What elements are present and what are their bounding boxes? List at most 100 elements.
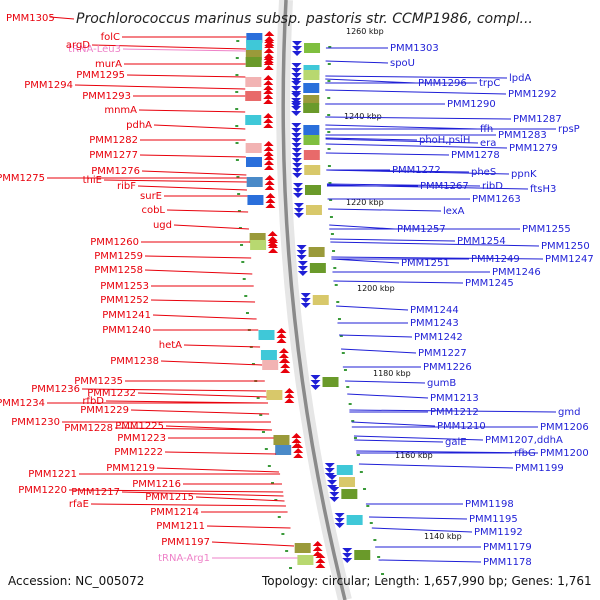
forward-gene-arrow[interactable] bbox=[268, 238, 279, 243]
gene-label-right[interactable]: PMM1200 bbox=[540, 448, 589, 459]
forward-gene-arrow[interactable] bbox=[263, 89, 274, 94]
gene-block[interactable] bbox=[303, 103, 320, 113]
gene-label-left[interactable]: tRNA-Arg1 bbox=[158, 553, 210, 564]
forward-gene-arrow[interactable] bbox=[284, 398, 295, 403]
forward-gene-arrow[interactable] bbox=[263, 141, 274, 146]
reverse-gene-arrow[interactable] bbox=[334, 518, 345, 523]
forward-gene-arrow[interactable] bbox=[263, 48, 274, 53]
gene-label-right[interactable]: PMM1272 bbox=[392, 165, 441, 176]
gene-block[interactable] bbox=[297, 555, 314, 565]
gene-block[interactable] bbox=[304, 185, 321, 195]
forward-gene-arrow[interactable] bbox=[280, 363, 291, 368]
forward-gene-arrow[interactable] bbox=[263, 85, 274, 90]
gene-label-right[interactable]: PMM1207,ddhA bbox=[485, 435, 563, 446]
gene-label-left[interactable]: PMM1258 bbox=[94, 265, 143, 276]
gene-block[interactable] bbox=[304, 165, 321, 175]
gene-label-right[interactable]: PMM1249 bbox=[471, 254, 520, 265]
reverse-gene-arrow[interactable] bbox=[291, 111, 302, 116]
reverse-gene-arrow[interactable] bbox=[342, 558, 353, 563]
forward-gene-arrow[interactable] bbox=[267, 231, 278, 236]
gene-block[interactable] bbox=[341, 489, 358, 499]
gene-block[interactable] bbox=[245, 115, 262, 125]
gene-label-right[interactable]: pheS bbox=[471, 167, 496, 178]
gene-block[interactable] bbox=[245, 157, 262, 167]
reverse-gene-arrow[interactable] bbox=[334, 513, 345, 518]
gene-label-right[interactable]: galE bbox=[445, 437, 467, 448]
gene-label-right[interactable]: PMM1179 bbox=[483, 542, 532, 553]
forward-gene-arrow[interactable] bbox=[278, 348, 289, 353]
gene-block[interactable] bbox=[262, 360, 279, 370]
forward-gene-arrow[interactable] bbox=[276, 338, 287, 343]
forward-gene-arrow[interactable] bbox=[265, 198, 276, 203]
gene-block[interactable] bbox=[294, 543, 311, 553]
reverse-gene-arrow[interactable] bbox=[342, 553, 353, 558]
gene-label-left[interactable]: murA bbox=[95, 59, 122, 70]
reverse-gene-arrow[interactable] bbox=[293, 213, 304, 218]
forward-gene-arrow[interactable] bbox=[315, 563, 326, 568]
gene-label-left[interactable]: PMM1276 bbox=[91, 166, 140, 177]
reverse-gene-arrow[interactable] bbox=[292, 188, 303, 193]
gene-label-right[interactable]: rpsP bbox=[558, 124, 580, 135]
gene-label-left[interactable]: PMM1293 bbox=[82, 91, 131, 102]
gene-label-right[interactable]: PMM1226 bbox=[423, 362, 472, 373]
reverse-gene-arrow[interactable] bbox=[291, 101, 302, 106]
gene-block[interactable] bbox=[312, 295, 329, 305]
gene-label-right[interactable]: PMM1247 bbox=[545, 254, 594, 265]
gene-label-left[interactable]: PMM1234 bbox=[0, 398, 45, 409]
gene-label-left[interactable]: PMM1275 bbox=[0, 173, 45, 184]
gene-label-left[interactable]: tRNA-Leu3 bbox=[68, 44, 121, 55]
reverse-gene-arrow[interactable] bbox=[310, 380, 321, 385]
forward-gene-arrow[interactable] bbox=[264, 175, 275, 180]
gene-label-right[interactable]: trpC bbox=[479, 78, 500, 89]
gene-block[interactable] bbox=[245, 77, 262, 87]
reverse-gene-arrow[interactable] bbox=[292, 41, 303, 46]
forward-gene-arrow[interactable] bbox=[263, 80, 274, 85]
gene-label-right[interactable]: PMM1212 bbox=[430, 407, 479, 418]
forward-gene-arrow[interactable] bbox=[315, 553, 326, 558]
reverse-gene-arrow[interactable] bbox=[291, 63, 302, 68]
gene-label-right[interactable]: PMM1243 bbox=[410, 318, 459, 329]
gene-label-left[interactable]: PMM1217 bbox=[71, 487, 120, 498]
gene-block[interactable] bbox=[260, 350, 277, 360]
forward-gene-arrow[interactable] bbox=[263, 60, 274, 65]
gene-block[interactable] bbox=[303, 135, 320, 145]
gene-block[interactable] bbox=[303, 70, 320, 80]
reverse-gene-arrow[interactable] bbox=[297, 271, 308, 276]
gene-block[interactable] bbox=[249, 233, 266, 243]
forward-gene-arrow[interactable] bbox=[265, 203, 276, 208]
gene-label-left[interactable]: PMM1221 bbox=[28, 469, 77, 480]
forward-gene-arrow[interactable] bbox=[264, 43, 275, 48]
gene-label-right[interactable]: PMM1303 bbox=[390, 43, 439, 54]
gene-label-left[interactable]: PMM1228 bbox=[64, 423, 113, 434]
gene-label-right[interactable]: phoH,psiH bbox=[419, 135, 470, 146]
gene-block[interactable] bbox=[303, 125, 320, 135]
forward-gene-arrow[interactable] bbox=[268, 248, 279, 253]
reverse-gene-arrow[interactable] bbox=[297, 266, 308, 271]
gene-label-right[interactable]: PMM1267 bbox=[420, 181, 469, 192]
forward-gene-arrow[interactable] bbox=[293, 453, 304, 458]
gene-label-left[interactable]: mnmA bbox=[104, 105, 137, 116]
gene-label-right[interactable]: PMM1283 bbox=[498, 130, 547, 141]
gene-label-right[interactable]: PMM1245 bbox=[465, 278, 514, 289]
reverse-gene-arrow[interactable] bbox=[291, 86, 302, 91]
reverse-gene-arrow[interactable] bbox=[292, 173, 303, 178]
gene-block[interactable] bbox=[308, 247, 325, 257]
gene-label-right[interactable]: PMM1290 bbox=[447, 99, 496, 110]
forward-gene-arrow[interactable] bbox=[264, 31, 275, 36]
forward-gene-arrow[interactable] bbox=[280, 358, 291, 363]
gene-label-right[interactable]: ffh bbox=[480, 124, 493, 135]
forward-gene-arrow[interactable] bbox=[263, 99, 274, 104]
forward-gene-arrow[interactable] bbox=[284, 388, 295, 393]
gene-block[interactable] bbox=[339, 477, 356, 487]
gene-label-right[interactable]: ribD bbox=[482, 181, 503, 192]
forward-gene-arrow[interactable] bbox=[265, 193, 276, 198]
forward-gene-arrow[interactable] bbox=[268, 243, 279, 248]
forward-gene-arrow[interactable] bbox=[293, 448, 304, 453]
gene-label-left[interactable]: pdhA bbox=[126, 120, 152, 131]
gene-label-right[interactable]: gumB bbox=[427, 378, 456, 389]
reverse-gene-arrow[interactable] bbox=[291, 106, 302, 111]
forward-gene-arrow[interactable] bbox=[263, 65, 274, 70]
gene-label-left[interactable]: hetA bbox=[159, 340, 182, 351]
reverse-gene-arrow[interactable] bbox=[292, 183, 303, 188]
gene-block[interactable] bbox=[246, 177, 263, 187]
